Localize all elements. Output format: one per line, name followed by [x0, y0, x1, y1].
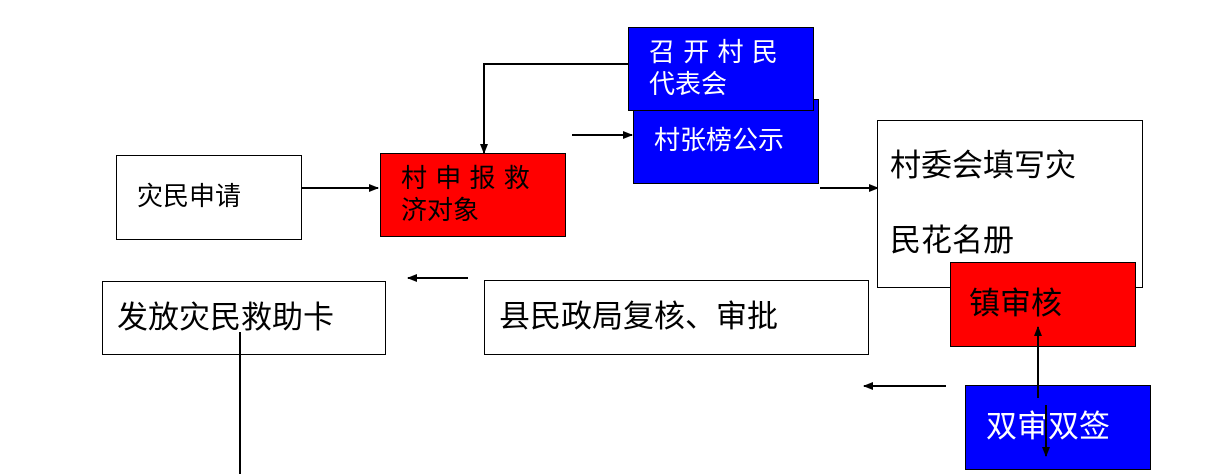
arrow-meeting-to-report — [480, 63, 628, 154]
node-apply-label: 灾民申请 — [137, 182, 242, 213]
node-town-label: 镇审核 — [969, 286, 1062, 323]
node-county-label: 县民政局复核、审批 — [499, 299, 778, 336]
node-publish-label: 村张榜公示 — [654, 126, 785, 157]
node-town: 镇审核 — [950, 262, 1136, 347]
node-issue: 发放灾民救助卡 — [102, 281, 386, 355]
node-double-label: 双审双签 — [986, 409, 1110, 446]
node-register-label: 村委会填写灾 民花名册 — [890, 148, 1076, 259]
node-register: 村委会填写灾 民花名册 — [877, 120, 1143, 288]
node-double: 双审双签 — [965, 385, 1151, 470]
node-meeting-label: 召 开 村 民 代表会 — [649, 37, 778, 101]
node-meeting: 召 开 村 民 代表会 — [628, 27, 814, 111]
node-report: 村 申 报 救 济对象 — [380, 153, 566, 237]
node-county: 县民政局复核、审批 — [484, 280, 869, 355]
node-report-label: 村 申 报 救 济对象 — [401, 163, 530, 227]
node-issue-label: 发放灾民救助卡 — [117, 299, 334, 336]
node-apply: 灾民申请 — [116, 155, 302, 240]
node-publish: 村张榜公示 — [633, 99, 819, 184]
